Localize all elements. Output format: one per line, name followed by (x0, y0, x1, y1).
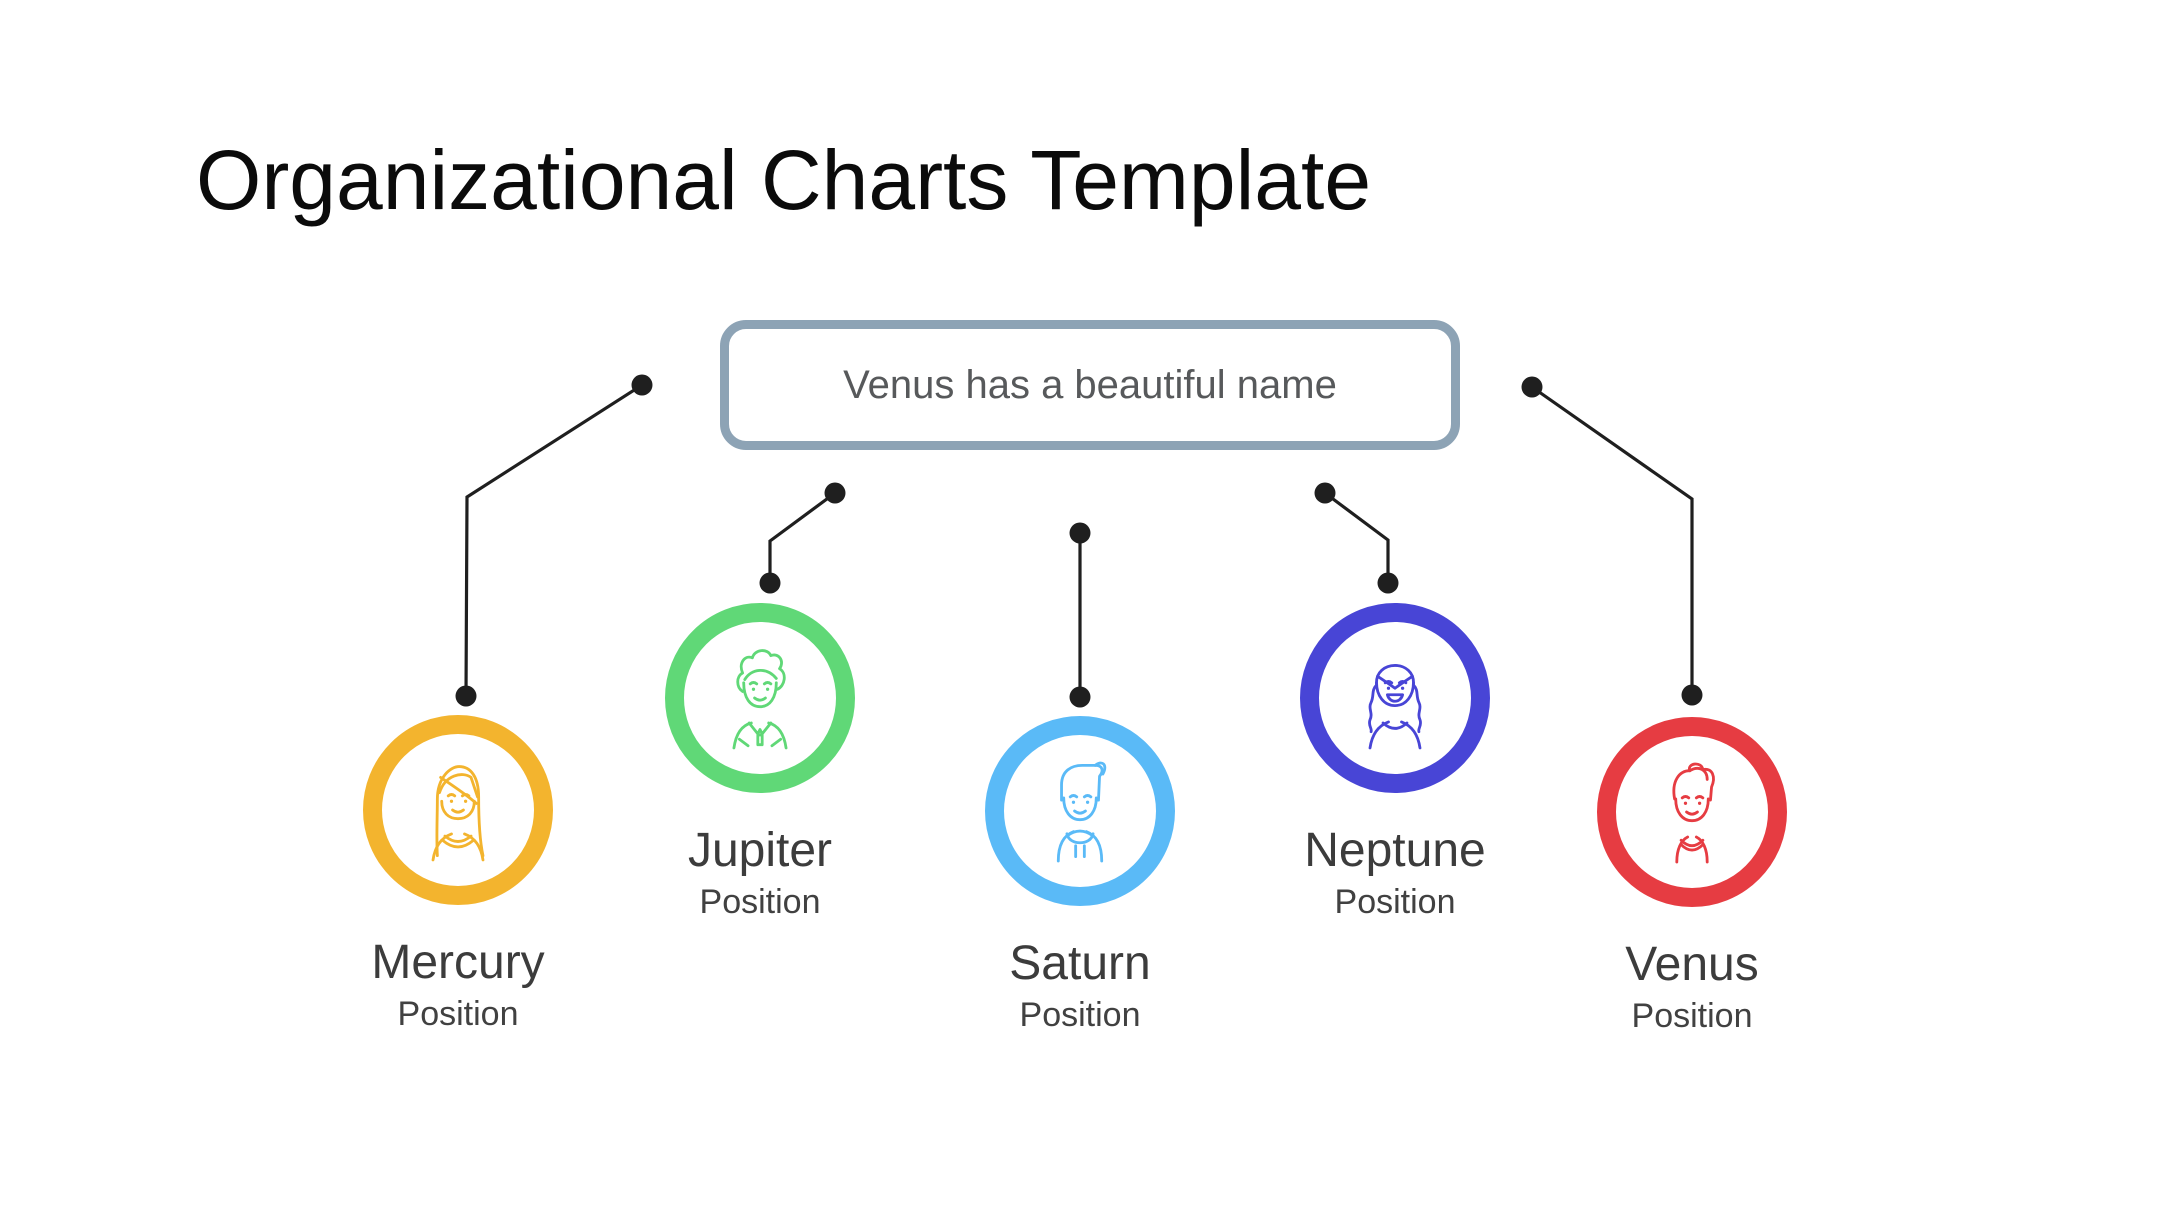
avatar-ring (363, 715, 553, 905)
member-role: Position (1631, 997, 1753, 1036)
root-node-box: Venus has a beautiful name (720, 320, 1460, 450)
member-role: Position (397, 995, 519, 1034)
member-name: Neptune (1304, 824, 1486, 877)
member-name: Mercury (371, 936, 545, 989)
avatar-ring (1597, 717, 1787, 907)
connector-mercury (464, 383, 643, 697)
connector-jupiter (768, 491, 836, 583)
connector-dot (455, 685, 477, 707)
connector-dot (1069, 522, 1091, 544)
woman-long-hair-avatar-icon (431, 765, 485, 862)
member-name: Venus (1625, 938, 1759, 991)
connector-dot (759, 572, 781, 594)
avatar-ring (1300, 603, 1490, 793)
connector-dot (631, 374, 653, 396)
avatar-ring (985, 716, 1175, 906)
connector-dot (1314, 482, 1336, 504)
connector-dot (1521, 376, 1543, 398)
connector-venus (1531, 385, 1694, 695)
page-title: Organizational Charts Template (196, 133, 1372, 227)
member-role: Position (1334, 883, 1456, 922)
connector-dot (1377, 572, 1399, 594)
org-node-jupiter: Jupiter Position (610, 603, 910, 922)
org-node-saturn: Saturn Position (930, 716, 1230, 1035)
woman-pigtails-avatar-icon (1368, 664, 1422, 750)
member-role: Position (1019, 996, 1141, 1035)
member-name: Saturn (1009, 937, 1151, 990)
man-curly-hair-avatar-icon (732, 649, 788, 750)
connector-neptune (1324, 491, 1390, 583)
org-node-venus: Venus Position (1542, 717, 1842, 1036)
connector-dot (824, 482, 846, 504)
man-pompadour-avatar-icon (1672, 762, 1715, 864)
connector-dot (1069, 686, 1091, 708)
man-quiff-hoodie-avatar-icon (1056, 761, 1107, 863)
root-node-label: Venus has a beautiful name (843, 362, 1337, 407)
org-node-mercury: Mercury Position (308, 715, 608, 1034)
org-node-neptune: Neptune Position (1245, 603, 1545, 922)
member-role: Position (699, 883, 821, 922)
avatar-ring (665, 603, 855, 793)
member-name: Jupiter (687, 824, 833, 877)
connector-dot (1681, 684, 1703, 706)
